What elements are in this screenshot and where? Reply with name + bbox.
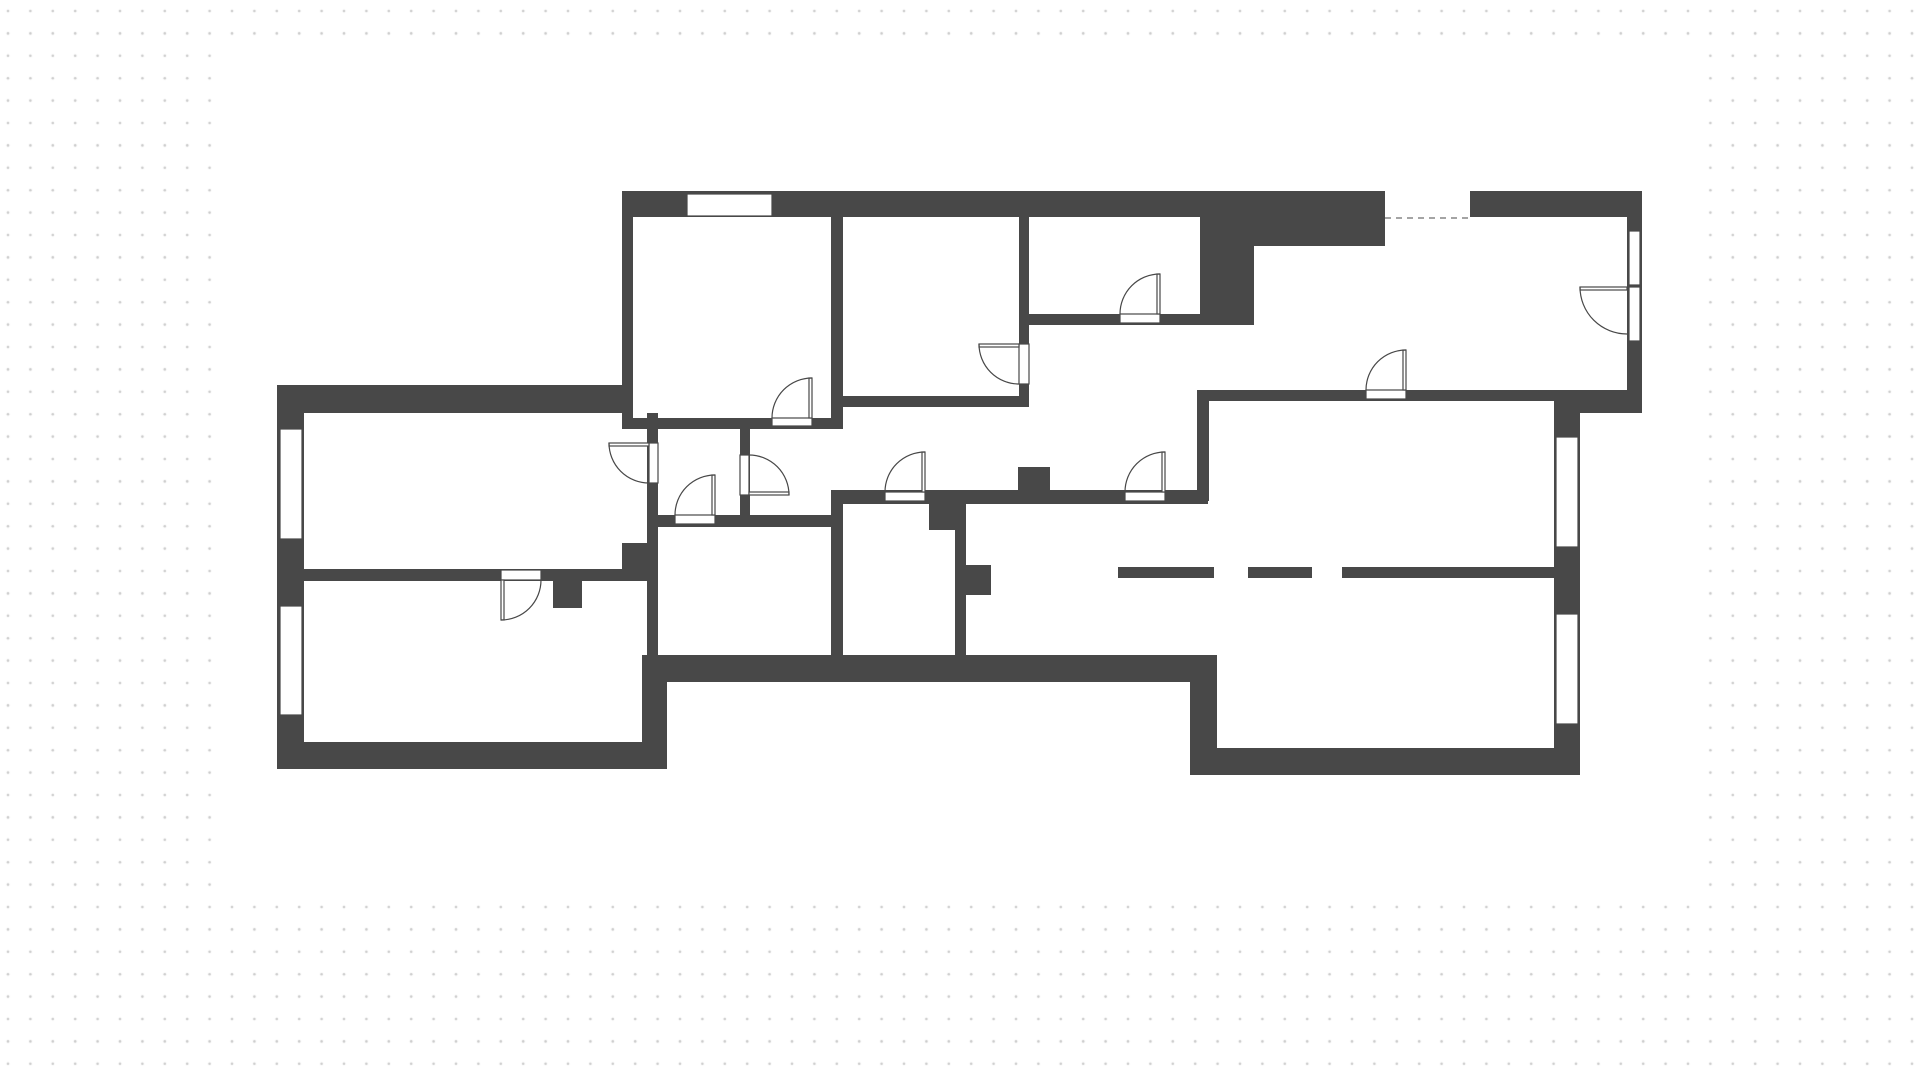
- wall-living-divider-1: [1118, 567, 1214, 578]
- wall-bath-b-west: [831, 490, 843, 655]
- wall-west-top: [277, 385, 633, 413]
- wall-west-bottom: [277, 742, 667, 769]
- door-bath-b: [884, 451, 926, 502]
- wall-room-a-east: [831, 217, 843, 429]
- doors: [500, 273, 1628, 621]
- wall-top-north-east: [1470, 191, 1642, 217]
- door-bedroom-lower: [500, 569, 542, 621]
- door-bedroom-upper: [608, 442, 659, 484]
- window-east-entry-upper: [1628, 230, 1641, 286]
- door-room-a: [771, 377, 813, 427]
- wall-bath-b-pier: [929, 496, 955, 530]
- wall-living-divider-2: [1248, 567, 1312, 578]
- windows: [279, 193, 1641, 725]
- window-east-living-lower: [1555, 613, 1579, 725]
- wall-room-b-south: [843, 396, 1029, 407]
- wall-core-column: [1200, 191, 1254, 325]
- door-entry: [1365, 349, 1407, 400]
- door-room-c: [1119, 273, 1161, 324]
- wall-hall-column: [1018, 467, 1050, 497]
- wall-small-hall-north: [658, 425, 748, 429]
- wall-south-east: [1190, 748, 1580, 775]
- wall-south-middle: [658, 655, 1214, 682]
- door-living: [1124, 451, 1166, 502]
- wall-room-a-west: [622, 191, 633, 420]
- door-room-b: [978, 343, 1030, 385]
- wall-living-west-pier: [966, 565, 991, 595]
- wall-bath-b-east: [955, 496, 966, 655]
- door-east-entrance: [1579, 286, 1628, 335]
- window-west-upper: [279, 428, 303, 540]
- wall-room-a-south: [622, 418, 843, 429]
- window-east-entry-lower: [1628, 286, 1641, 342]
- wall-room-b-east: [1019, 217, 1029, 407]
- wall-living-divider-3: [1342, 567, 1554, 578]
- window-west-lower: [279, 605, 303, 716]
- wall-east-upper-ledge: [1570, 390, 1642, 413]
- window-north: [686, 193, 773, 217]
- door-small-bath: [674, 474, 716, 525]
- door-hall-closet: [739, 454, 790, 496]
- wall-bedroom-divider: [304, 569, 648, 581]
- wall-left-wing-east: [647, 413, 658, 656]
- wall-left-wing-east-pier: [622, 543, 658, 570]
- walls: [277, 191, 1642, 775]
- window-east-living-upper: [1555, 436, 1579, 548]
- wall-living-northwest: [1197, 390, 1209, 501]
- wall-bedroom-divider-stub: [553, 581, 582, 608]
- wall-core-column-step: [1254, 191, 1385, 246]
